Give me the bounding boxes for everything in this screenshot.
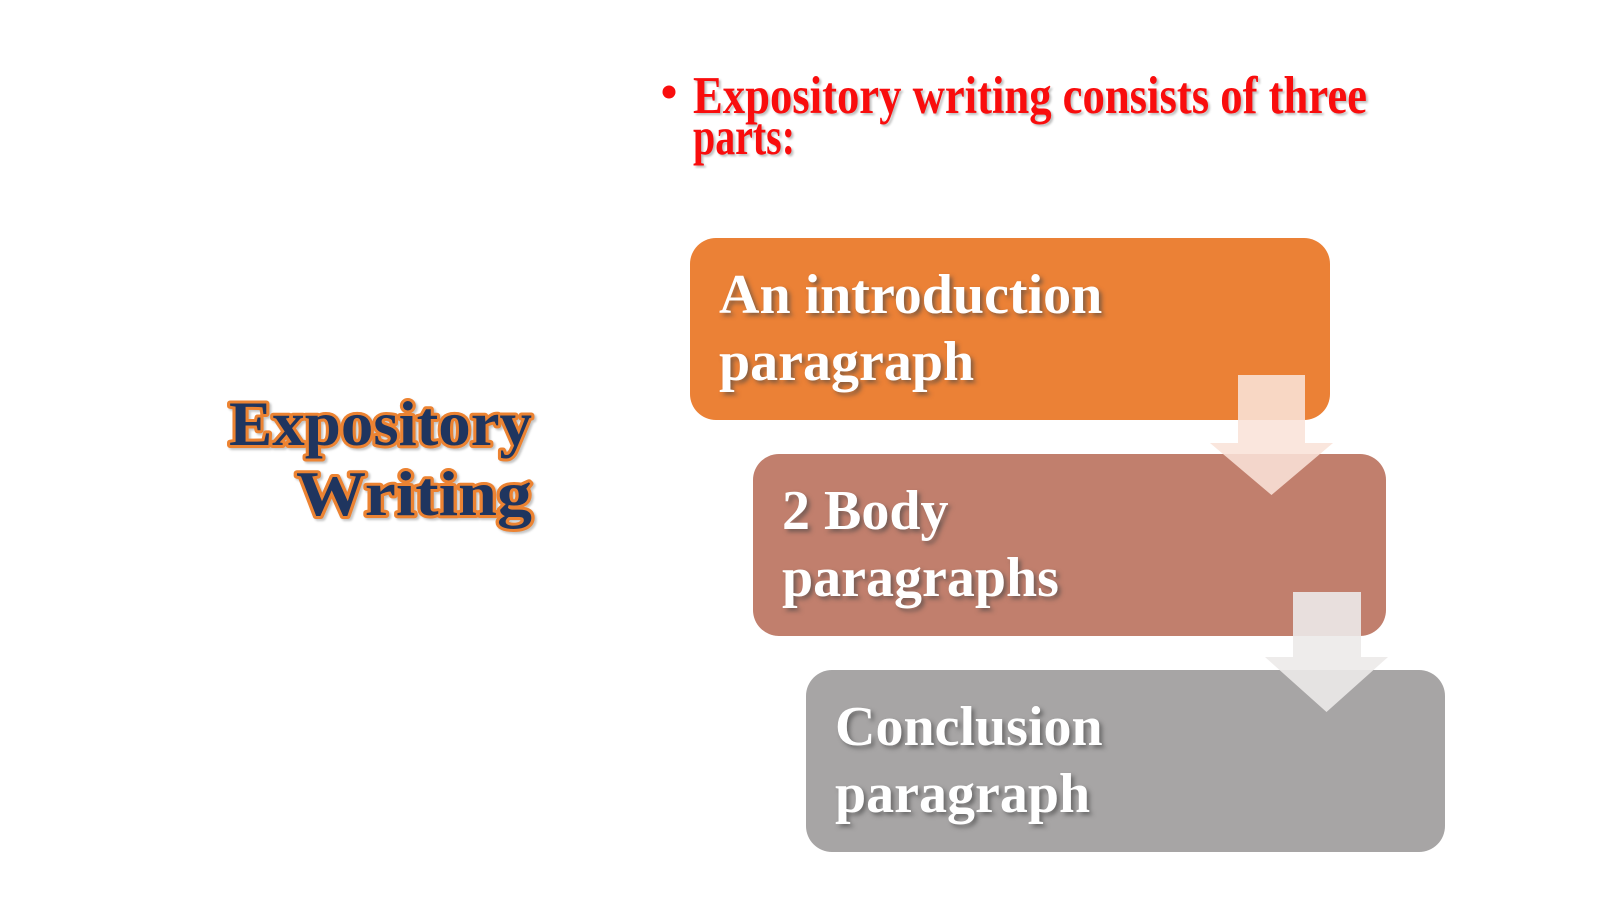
slide-title: Expository Writing: [226, 386, 535, 532]
down-arrow-icon: [1265, 592, 1388, 712]
step-label-line: paragraph: [719, 331, 975, 393]
title-line-2: Writing: [296, 459, 532, 529]
step-label-line: An introduction: [719, 264, 1103, 326]
heading-line-2: parts:: [693, 108, 795, 166]
step-label-line: Conclusion: [835, 696, 1103, 758]
heading-line-1: Expository writing consists of three: [693, 67, 1367, 125]
step-label-line: 2 Body: [782, 480, 949, 542]
down-arrow-shape: [1265, 592, 1388, 712]
down-arrow-shape: [1210, 375, 1333, 495]
step-label-line: paragraph: [835, 763, 1091, 825]
bullet-icon: [662, 85, 676, 99]
title-line-1: Expository: [229, 389, 532, 459]
process-step-introduction: An introduction paragraph: [690, 238, 1330, 420]
step-label-line: paragraphs: [782, 547, 1059, 609]
heading: Expository writing consists of three par…: [662, 67, 1367, 166]
down-arrow-icon: [1210, 375, 1333, 495]
process-step-body: 2 Body paragraphs: [753, 454, 1386, 636]
